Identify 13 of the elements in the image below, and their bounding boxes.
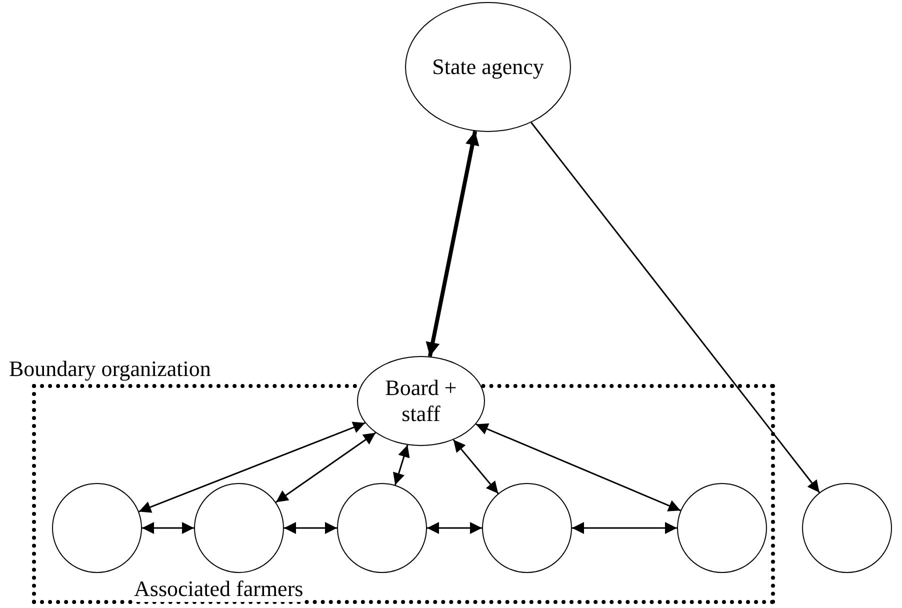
double-arrow: [393, 444, 410, 486]
double-arrow: [142, 522, 194, 534]
double-arrow: [572, 522, 677, 534]
arrow: [530, 122, 820, 493]
double-arrow: [452, 439, 499, 494]
double-arrow: [284, 522, 337, 534]
node-label: Board + staff: [384, 375, 458, 427]
double-arrow: [275, 432, 376, 503]
double-arrow: [427, 522, 482, 534]
double-arrow: [138, 422, 366, 513]
node-label: State agency: [432, 54, 544, 80]
double-arrow: [476, 423, 681, 512]
double-arrow: [426, 130, 480, 357]
